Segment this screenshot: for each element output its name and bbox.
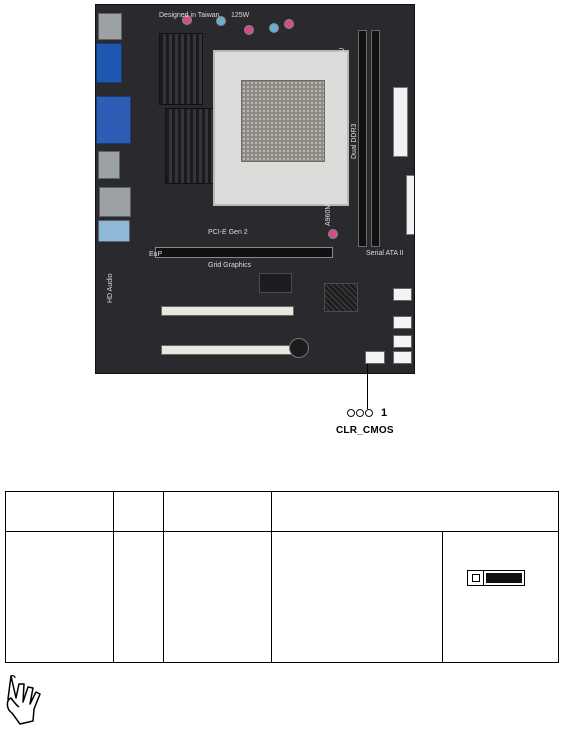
jumper-pin-3 — [365, 409, 373, 417]
silk-audio: HD Audio — [107, 273, 114, 303]
silk-ddr: Dual DDR3 — [351, 123, 358, 159]
capacitor-6 — [328, 229, 338, 239]
capacitor-7 — [289, 338, 309, 358]
chipset-heatsink — [324, 283, 358, 312]
pcie-slot — [155, 247, 333, 258]
motherboard-photo: Designed in Taiwan 125W PCI-E Gen 2 EuP … — [95, 4, 415, 374]
table-header-divider — [6, 531, 558, 532]
audio-stack — [98, 220, 130, 242]
dimm-slot-2 — [371, 30, 380, 247]
capacitor-2 — [216, 16, 226, 26]
pin-one-label: 1 — [381, 407, 388, 419]
pci-slot-2 — [161, 345, 294, 355]
silk-sata: Serial ATA II — [366, 250, 404, 257]
sata-port-4 — [393, 351, 412, 364]
silk-nm: 45nm CPU — [339, 156, 346, 191]
silk-model: A960M-M2 V1.0 — [325, 175, 332, 226]
table-divider-1 — [113, 492, 114, 662]
usb-stack-1 — [98, 151, 120, 179]
lan-usb-stack — [99, 187, 131, 217]
silk-graphics: Grid Graphics — [208, 262, 252, 269]
sata-port-3 — [393, 335, 412, 348]
capacitor-4 — [269, 23, 279, 33]
cpu-socket — [213, 50, 349, 206]
clr-cmos-label: CLR_CMOS — [336, 425, 394, 436]
capacitor-5 — [284, 19, 294, 29]
silk-watt: 125W — [231, 12, 250, 19]
silk-eup: EuP — [149, 251, 163, 258]
atx-power-connector — [393, 87, 408, 157]
vga-port — [96, 96, 131, 144]
silk-designed: Designed in Taiwan — [159, 12, 220, 19]
heatsink-top — [159, 33, 203, 105]
silk-pcie: PCI-E Gen 2 — [208, 229, 248, 236]
secondary-power-connector — [406, 175, 414, 235]
table-divider-2 — [163, 492, 164, 662]
ps2-port — [98, 13, 122, 40]
sata-port-5 — [365, 351, 385, 364]
silk-cpu: AM3+ CPU — [339, 47, 346, 83]
sata-port-2 — [393, 316, 412, 329]
heatsink-middle — [165, 108, 221, 184]
jumper-pin-2 — [356, 409, 364, 417]
jumper-leader-line — [367, 364, 368, 409]
serial-port — [96, 43, 122, 83]
chip-small — [259, 273, 292, 293]
jumper-setting-table — [5, 491, 559, 663]
table-divider-3 — [271, 492, 272, 662]
sata-port-1 — [393, 288, 412, 301]
jumper-diagram-cap — [486, 573, 522, 583]
dimm-slot-1 — [358, 30, 367, 247]
jumper-diagram — [467, 570, 525, 586]
hand-pointer-icon — [6, 675, 41, 725]
jumper-diagram-open-pin — [468, 571, 484, 585]
clr-cmos-jumper — [347, 409, 376, 420]
pci-slot-1 — [161, 306, 294, 316]
capacitor-1 — [182, 15, 192, 25]
jumper-pin-1 — [347, 409, 355, 417]
capacitor-3 — [244, 25, 254, 35]
table-divider-4 — [442, 532, 443, 662]
